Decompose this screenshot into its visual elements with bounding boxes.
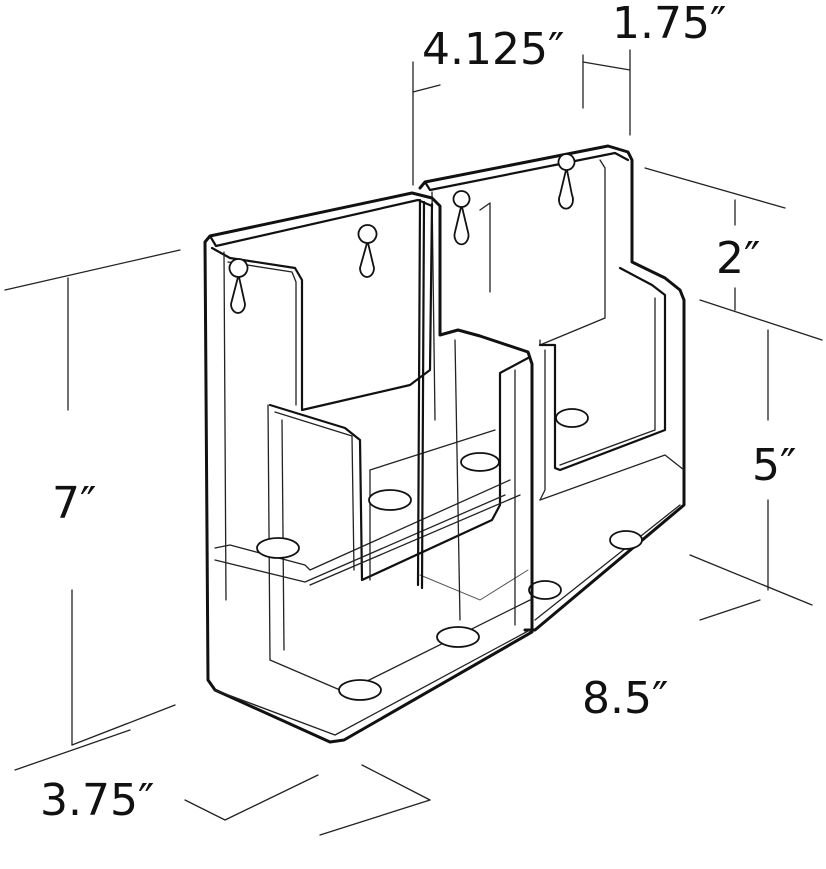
front-base-front bbox=[214, 629, 531, 736]
dimension-labels: 4.125″ 1.75″ 2″ 5″ 7″ 8.5″ 3.75″ bbox=[40, 0, 796, 826]
dim-5-top-extension bbox=[699, 299, 823, 341]
front-right-hole bbox=[460, 452, 500, 472]
front-ledge-lower bbox=[214, 494, 506, 583]
rear-base-front bbox=[534, 504, 681, 621]
front-pocket-inner bbox=[274, 411, 355, 571]
rear-inner-wall bbox=[479, 202, 491, 293]
front-base-hole-right bbox=[436, 626, 480, 648]
dimension-lines bbox=[4, 49, 823, 836]
front-pocket bbox=[268, 356, 530, 582]
label-top-width: 4.125″ bbox=[422, 24, 564, 75]
front-pocket-side bbox=[267, 404, 285, 661]
label-total-height: 7″ bbox=[52, 478, 96, 529]
label-front-pocket-step: 2″ bbox=[716, 233, 760, 284]
front-base-back bbox=[309, 494, 521, 586]
dim-375-line bbox=[184, 799, 226, 821]
dim-7-bottom-extension bbox=[71, 704, 176, 746]
front-base-edge bbox=[419, 569, 529, 601]
front-holder-outline bbox=[203, 191, 534, 744]
label-total-depth: 3.75″ bbox=[40, 775, 154, 826]
rear-upper-hole bbox=[555, 408, 589, 428]
dim-85-left-tick bbox=[319, 799, 431, 836]
rear-holder-outline bbox=[418, 144, 686, 632]
dim-4125-tick bbox=[412, 84, 441, 93]
rear-base-hole-right bbox=[609, 530, 643, 550]
rear-holder-top-edge bbox=[423, 151, 630, 192]
front-ledge bbox=[214, 479, 511, 571]
front-right-keyhole-icon bbox=[452, 190, 471, 246]
rear-front-pocket bbox=[538, 266, 667, 472]
front-left-keyhole-icon bbox=[228, 258, 249, 314]
dim-85-right-extension bbox=[689, 554, 813, 606]
dim-85-right-line bbox=[699, 599, 761, 621]
dim-175-line bbox=[582, 61, 631, 71]
front-holder bbox=[203, 190, 534, 744]
front-left-hole bbox=[256, 537, 300, 559]
rear-base-hole-left bbox=[528, 580, 562, 600]
front-base-top bbox=[269, 599, 531, 693]
front-side-panel bbox=[454, 339, 516, 626]
dim-7-top-extension bbox=[4, 249, 181, 291]
dim-85-left-line bbox=[361, 764, 431, 801]
front-holder-top-edge bbox=[208, 198, 434, 248]
front-back-pocket-inner bbox=[223, 251, 297, 601]
front-base-hole-left bbox=[338, 679, 382, 701]
dim-2-top-extension bbox=[644, 167, 786, 209]
rear-front-pocket-side bbox=[539, 349, 546, 501]
rear-keyhole-icon bbox=[557, 153, 576, 210]
front-side-thickness bbox=[416, 198, 426, 590]
rear-front-pocket-inner bbox=[559, 297, 656, 466]
label-top-depth: 1.75″ bbox=[612, 0, 726, 49]
front-center-hole bbox=[368, 489, 412, 511]
label-total-width: 8.5″ bbox=[582, 673, 668, 724]
label-rear-height: 5″ bbox=[752, 440, 796, 491]
rear-base-top bbox=[539, 454, 685, 501]
dim-375-left-tick bbox=[14, 729, 131, 771]
front-center-keyhole-icon bbox=[357, 224, 378, 278]
rear-holder bbox=[418, 144, 686, 632]
dim-375-right-tick bbox=[224, 774, 319, 821]
